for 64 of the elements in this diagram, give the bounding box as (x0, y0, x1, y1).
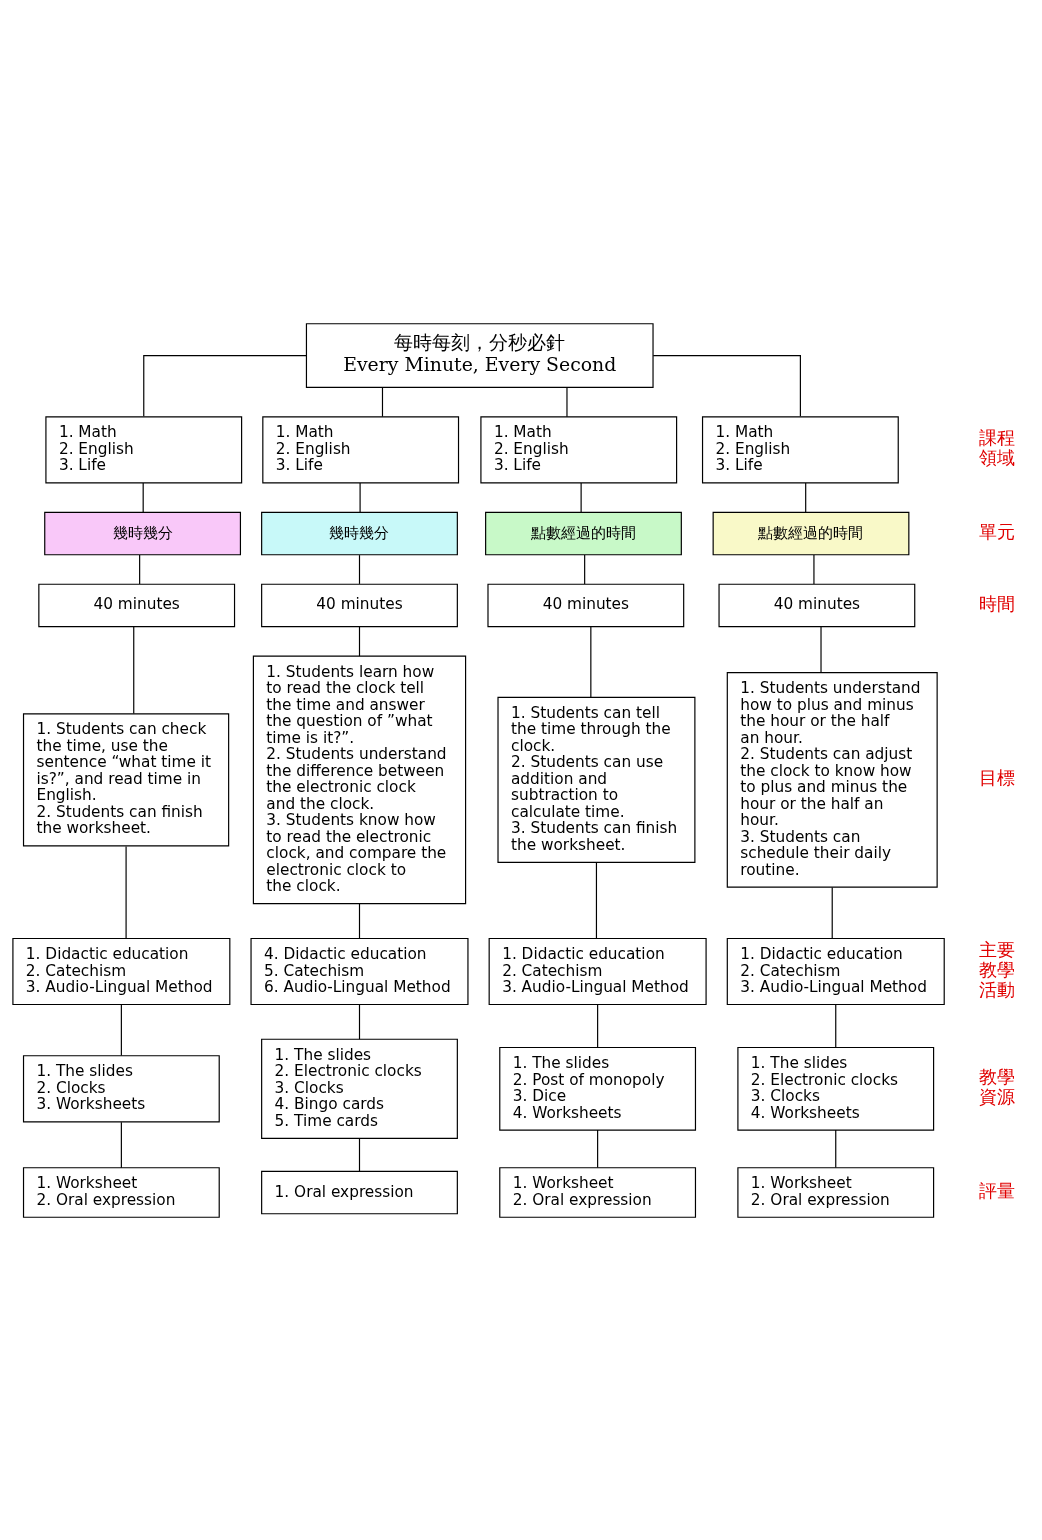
node-box: 1. Worksheet 2. Oral expression (737, 1166, 935, 1218)
connector (835, 1003, 837, 1048)
node-box: 1. Students learn how to read the clock tell the time and answer the question of ”what time is it?”. 2. Students understand the difference between the electronic clock and the clock. 3. Students know how to read the electronic clock, and compare the electronic clock to the clock. (252, 655, 467, 904)
connector (835, 1129, 837, 1168)
node-box: 1. Math 2. English 3. Life (262, 415, 460, 483)
connector (125, 845, 127, 939)
node-box: 1. Math 2. English 3. Life (701, 415, 899, 483)
connector (652, 354, 801, 417)
connector (584, 554, 586, 584)
connector (590, 625, 592, 698)
node-box: 1. Oral expression (261, 1170, 458, 1214)
connector (580, 481, 582, 513)
connector (805, 481, 807, 513)
connector (120, 1003, 122, 1056)
node-box: 點數經過的時間 (712, 511, 910, 555)
node-box: 1. The slides 2. Electronic clocks 3. Clocks 4. Worksheets (737, 1046, 935, 1131)
label: 課程領域 (979, 427, 1016, 468)
node-box: 1. Math 2. English 3. Life (45, 415, 243, 483)
connector (142, 481, 144, 513)
node-box: 幾時幾分 (44, 511, 241, 555)
connector (143, 354, 307, 417)
node-box: 1. Students can tell the time through the clock. 2. Students can use addition and subtraction to calculate time. 3. Students can finish the worksheet. (497, 696, 696, 863)
node-box: 1. Students can check the time, use the sentence “what time it is?”, and read time in English. 2. Students can finish the worksheet. (22, 712, 230, 847)
connector (566, 386, 568, 417)
connector (358, 1003, 361, 1040)
node-box: 1. Didactic education 2. Catechism 3. Audio-Lingual Method (488, 937, 707, 1005)
connector (120, 1121, 122, 1168)
node-box: 1. The slides 2. Clocks 3. Worksheets (22, 1054, 220, 1122)
node-box: 1. Didactic education 2. Catechism 3. Audio-Lingual Method (726, 937, 945, 1005)
connector (597, 1003, 599, 1048)
node-box: 40 minutes (38, 583, 236, 627)
node-box: 1. Students understand how to plus and minus the hour or the half an hour. 2. Students can adjust the clock to know how to plus and minus the hour or the half an hour. 3. Students can schedule their daily routine. (726, 671, 938, 888)
node-box: 點數經過的時間 (485, 511, 682, 555)
connector (358, 1137, 361, 1172)
connector (820, 625, 822, 673)
label: 評量 (979, 1180, 1016, 1201)
connector (381, 386, 384, 417)
connector (359, 481, 361, 513)
node-box: 1. The slides 2. Post of monopoly 3. Dice 4. Worksheets (499, 1046, 697, 1131)
connector (139, 554, 141, 584)
connector (358, 625, 361, 657)
connector (597, 1129, 599, 1168)
connector (133, 625, 135, 714)
label: 主要教學活動 (979, 939, 1016, 1000)
connector (358, 554, 361, 584)
node-box: 幾時幾分 (261, 511, 458, 555)
node-box: 4. Didactic education 5. Catechism 6. Audio-Lingual Method (250, 937, 469, 1005)
node-box: 每時每刻，分秒必針 Every Minute, Every Second (305, 322, 654, 388)
node-box: 1. Didactic education 2. Catechism 3. Audio-Lingual Method (12, 937, 231, 1005)
label: 目標 (979, 767, 1016, 788)
node-box: 1. Math 2. English 3. Life (480, 415, 678, 483)
node-box: 1. Worksheet 2. Oral expression (22, 1166, 220, 1218)
label: 教學資源 (979, 1066, 1016, 1107)
label: 時間 (979, 593, 1016, 614)
connector (595, 861, 598, 939)
node-box: 1. The slides 2. Electronic clocks 3. Clocks 4. Bingo cards 5. Time cards (261, 1038, 458, 1139)
label: 單元 (979, 521, 1016, 542)
node-box: 1. Worksheet 2. Oral expression (499, 1166, 697, 1218)
connector (831, 886, 833, 939)
node-box: 40 minutes (261, 583, 458, 627)
connector (358, 902, 361, 939)
connector (813, 554, 815, 584)
node-box: 40 minutes (487, 583, 685, 627)
node-box: 40 minutes (718, 583, 916, 627)
